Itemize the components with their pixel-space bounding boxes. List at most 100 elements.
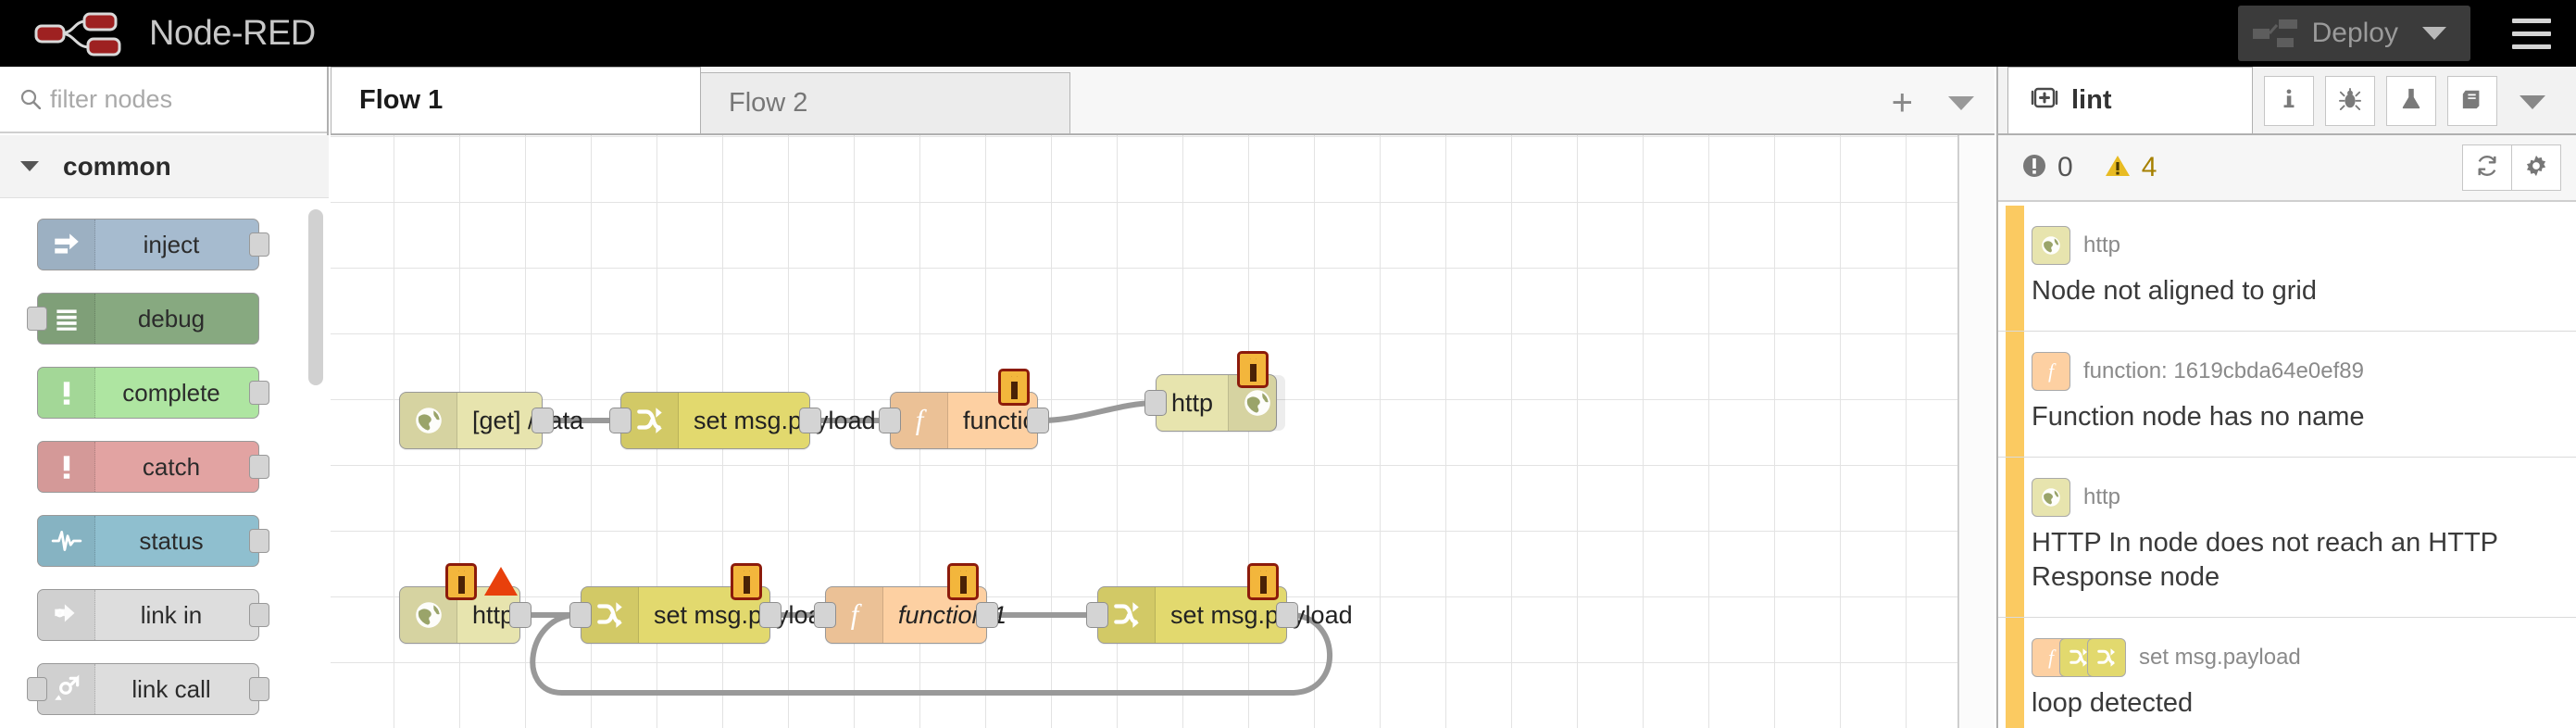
warning-triangle-icon	[2105, 154, 2131, 182]
dashboard-button[interactable]	[2447, 76, 2497, 126]
node-error-badge-icon[interactable]	[1247, 563, 1279, 600]
lint-item[interactable]: f set msg.payload loop detected	[1998, 618, 2576, 728]
flow-canvas[interactable]: [get] /data set msg.payload f function ht…	[331, 135, 1995, 728]
node-input-port[interactable]	[609, 408, 631, 433]
node-error-badge-icon[interactable]	[731, 563, 762, 600]
palette-scrollbar[interactable]	[308, 209, 323, 385]
node-input-port[interactable]	[1144, 390, 1167, 416]
flow-node-http-in[interactable]: [get] /data	[399, 392, 583, 449]
palette-node-debug[interactable]: debug	[27, 293, 259, 345]
node-output-port[interactable]	[1027, 408, 1049, 433]
change-icon	[2068, 646, 2090, 669]
filter-nodes-input[interactable]	[50, 84, 309, 114]
palette-search-bar[interactable]	[0, 67, 327, 133]
node-output-port[interactable]	[759, 602, 782, 628]
globe-icon	[2032, 226, 2070, 265]
right-sidebar: lint	[1996, 67, 2576, 728]
info-button[interactable]	[2264, 76, 2314, 126]
search-icon	[20, 89, 42, 110]
node-error-badge-icon[interactable]	[445, 563, 477, 600]
palette-node-catch[interactable]: catch	[37, 441, 269, 493]
test-button[interactable]	[2386, 76, 2436, 126]
flow-node-function[interactable]: f function	[879, 369, 1051, 449]
node-input-port[interactable]	[27, 677, 47, 701]
node-input-port[interactable]	[1086, 602, 1108, 628]
flow-node-http-in[interactable]: http	[399, 563, 531, 644]
lint-node-type: set msg.payload	[2139, 645, 2301, 671]
hamburger-menu-icon[interactable]	[2487, 0, 2576, 67]
node-output-port[interactable]	[249, 232, 269, 257]
svg-text:f: f	[2048, 646, 2057, 669]
fx-icon: f	[2040, 646, 2062, 669]
node-output-port[interactable]	[249, 529, 269, 553]
lint-item-header: http	[2032, 226, 2557, 265]
node-output-port[interactable]	[976, 602, 998, 628]
chevron-down-icon[interactable]	[2520, 95, 2545, 109]
lint-message: loop detected	[2032, 688, 2194, 719]
node-input-port[interactable]	[27, 307, 47, 331]
palette-node-inject[interactable]: inject	[37, 219, 269, 270]
node-input-port[interactable]	[879, 408, 901, 433]
lint-message: Node not aligned to grid	[2032, 276, 2317, 306]
refresh-icon	[2476, 155, 2498, 182]
tab-flow-1[interactable]: Flow 1	[331, 67, 701, 133]
fx-icon: f	[2032, 352, 2070, 392]
node-input-port[interactable]	[569, 602, 592, 628]
exclamation-icon	[38, 368, 95, 418]
debug-button[interactable]	[2325, 76, 2375, 126]
palette-category-common[interactable]: common	[0, 135, 329, 198]
deploy-button[interactable]: Deploy	[2237, 6, 2470, 61]
palette-node-status[interactable]: status	[37, 515, 269, 567]
refresh-button[interactable]	[2462, 144, 2512, 191]
node-error-badge-icon[interactable]	[998, 369, 1030, 406]
flask-icon	[2400, 88, 2422, 115]
palette-node-label: inject	[143, 230, 200, 258]
plus-icon[interactable]: +	[1891, 82, 1913, 123]
node-output-port[interactable]	[509, 602, 531, 628]
node-changed-triangle-icon	[484, 567, 518, 596]
lint-toolbar-actions	[2462, 144, 2561, 191]
sidebar-tab-lint[interactable]: lint	[2007, 67, 2253, 133]
flow-node-label: set msg.payload	[1170, 600, 1353, 629]
node-output-port[interactable]	[249, 381, 269, 405]
node-input-port[interactable]	[814, 602, 836, 628]
sidebar-tab-row: lint	[1998, 67, 2576, 135]
node-output-port[interactable]	[799, 408, 821, 433]
chevron-down-icon[interactable]	[1948, 95, 1974, 110]
node-error-badge-icon[interactable]	[1237, 351, 1269, 388]
node-error-badge-icon[interactable]	[947, 563, 979, 600]
change-icon	[2087, 638, 2126, 678]
svg-text:f: f	[915, 405, 927, 436]
palette-scroll-region[interactable]: common inject debug complete catch statu…	[0, 135, 329, 728]
svg-text:f: f	[850, 599, 862, 631]
tab-flow-2[interactable]: Flow 2	[700, 72, 1070, 133]
node-output-port[interactable]	[249, 455, 269, 479]
palette-node-complete[interactable]: complete	[37, 367, 269, 419]
flow-canvas-wrapper[interactable]: [get] /data set msg.payload f function ht…	[331, 135, 1995, 728]
flow-node-change[interactable]: set msg.payload	[609, 392, 876, 449]
link-call-icon	[38, 664, 95, 714]
canvas-gutter	[1957, 135, 1995, 728]
node-output-port[interactable]	[531, 408, 554, 433]
flow-node-change[interactable]: set msg.payload	[569, 563, 836, 644]
flow-node-change[interactable]: set msg.payload	[1086, 563, 1353, 644]
book-icon	[2461, 88, 2483, 115]
node-output-port[interactable]	[249, 677, 269, 701]
flow-node-label: [get] /data	[472, 406, 584, 434]
lint-node-type: http	[2083, 484, 2121, 510]
chevron-down-icon[interactable]	[2422, 27, 2446, 40]
flow-node-function[interactable]: f function 1	[814, 563, 1007, 644]
palette-category-label: common	[63, 151, 171, 181]
flow-node-label: http	[472, 600, 515, 629]
header-actions: Deploy	[2237, 0, 2576, 67]
palette-node-link-in[interactable]: link in	[37, 589, 269, 641]
node-output-port[interactable]	[249, 603, 269, 627]
node-output-port[interactable]	[1276, 602, 1298, 628]
palette-node-link-call[interactable]: link call	[27, 663, 269, 715]
settings-button[interactable]	[2511, 144, 2561, 191]
flow-node-http-resp[interactable]: http	[1144, 351, 1286, 432]
